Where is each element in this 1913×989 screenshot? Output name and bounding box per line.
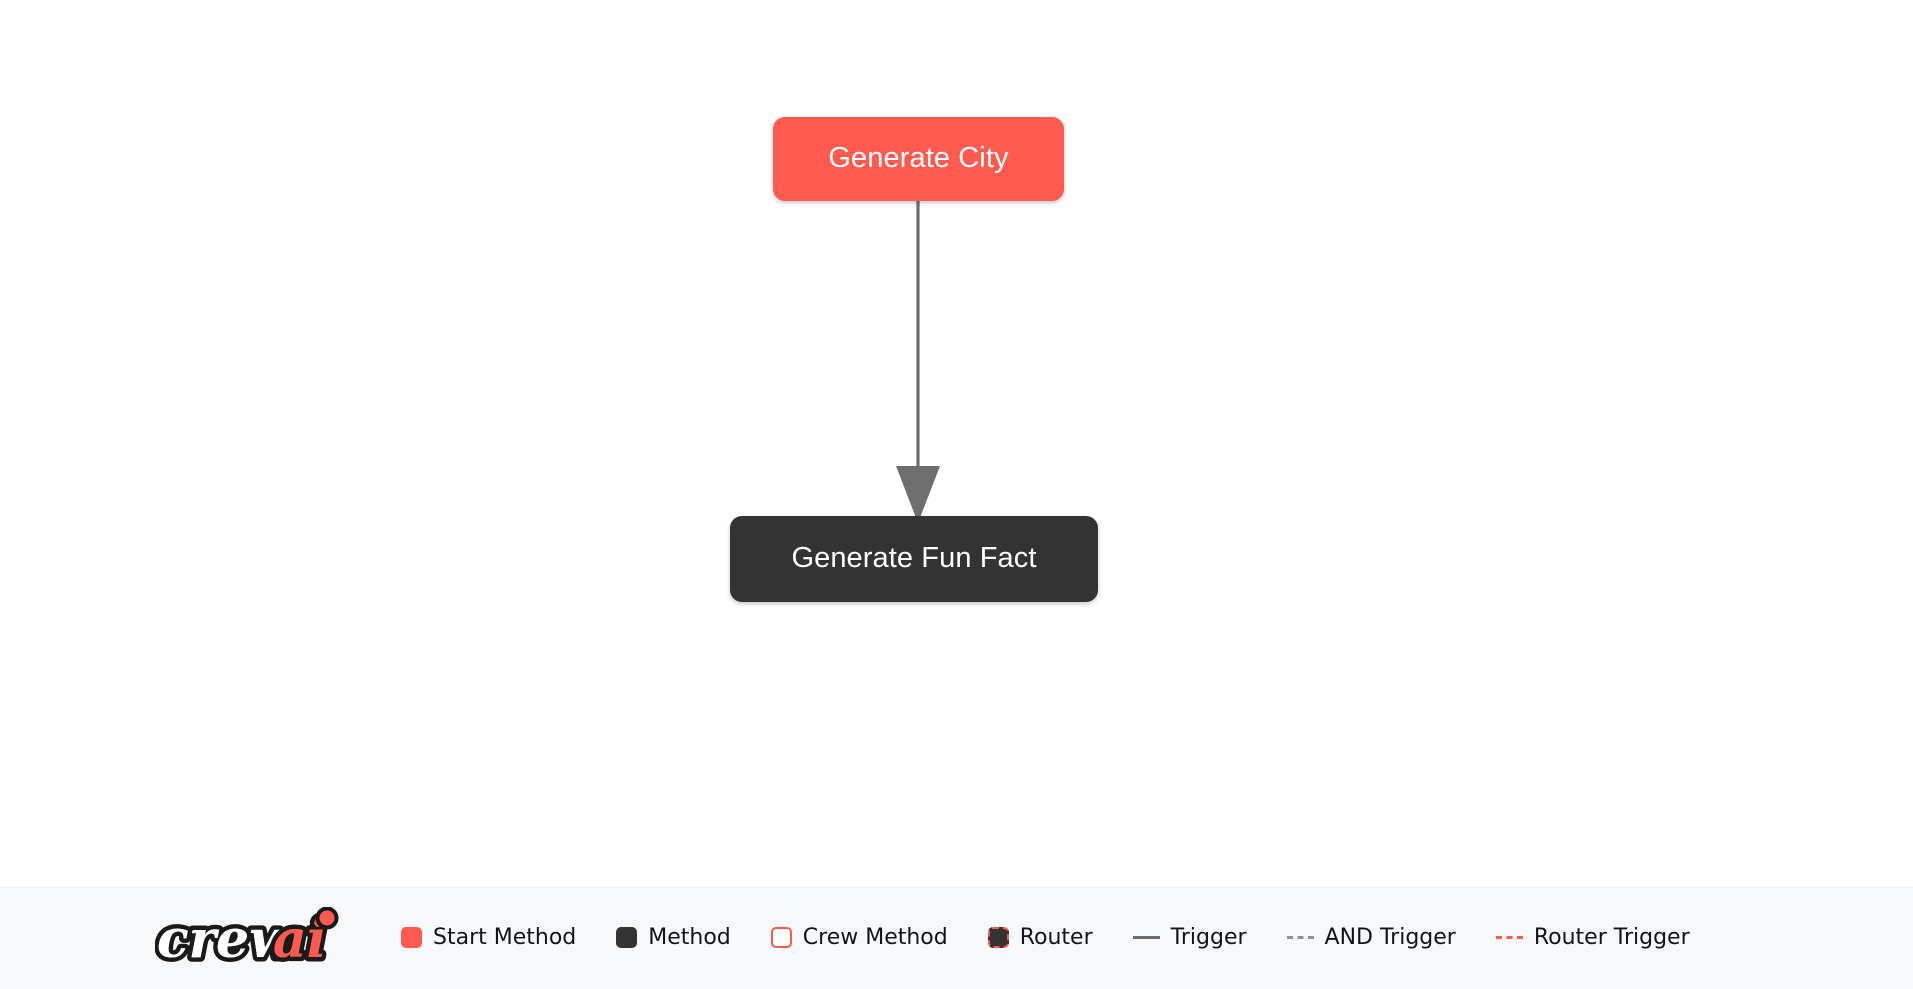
method-swatch-icon bbox=[616, 927, 638, 948]
trigger-line-icon bbox=[1132, 936, 1160, 939]
legend-item-label: Trigger bbox=[1170, 924, 1247, 950]
start-method-swatch-icon bbox=[401, 927, 422, 948]
legend-bar: crew crew ai ai Start Method Method Crew… bbox=[0, 886, 1913, 989]
legend-item-and-trigger: AND Trigger bbox=[1286, 924, 1456, 950]
and-trigger-line-icon bbox=[1286, 936, 1314, 939]
legend-item-router-trigger: Router Trigger bbox=[1495, 924, 1690, 950]
svg-text:crew: crew bbox=[157, 909, 296, 970]
router-trigger-line-icon bbox=[1495, 936, 1523, 939]
legend-item-router: Router bbox=[987, 924, 1093, 950]
flow-node-generate-city[interactable]: Generate City bbox=[773, 117, 1064, 201]
legend-item-label: Crew Method bbox=[802, 924, 948, 950]
crewai-logo: crew crew ai ai bbox=[155, 906, 357, 973]
legend-item-label: Router bbox=[1019, 924, 1093, 950]
legend-item-trigger: Trigger bbox=[1132, 924, 1247, 950]
legend-item-method: Method bbox=[616, 924, 731, 950]
svg-text:crew: crew bbox=[157, 909, 296, 970]
arrowhead-icon bbox=[896, 466, 940, 523]
flow-node-generate-fun-fact[interactable]: Generate Fun Fact bbox=[730, 516, 1098, 602]
legend-item-label: Router Trigger bbox=[1533, 924, 1690, 950]
flow-node-label: Generate Fun Fact bbox=[791, 541, 1037, 574]
flow-node-label: Generate City bbox=[828, 141, 1009, 174]
legend-item-label: Method bbox=[648, 924, 731, 950]
legend-item-start-method: Start Method bbox=[401, 924, 577, 950]
legend-item-label: Start Method bbox=[433, 924, 577, 950]
router-swatch-icon bbox=[987, 927, 1009, 948]
legend-item-crew-method: Crew Method bbox=[770, 924, 948, 950]
edge-generate-city-to-generate-fun-fact bbox=[896, 201, 940, 523]
legend-item-label: AND Trigger bbox=[1324, 924, 1456, 950]
crew-method-swatch-icon bbox=[770, 927, 792, 948]
flow-canvas[interactable]: Generate City Generate Fun Fact bbox=[0, 0, 1913, 886]
